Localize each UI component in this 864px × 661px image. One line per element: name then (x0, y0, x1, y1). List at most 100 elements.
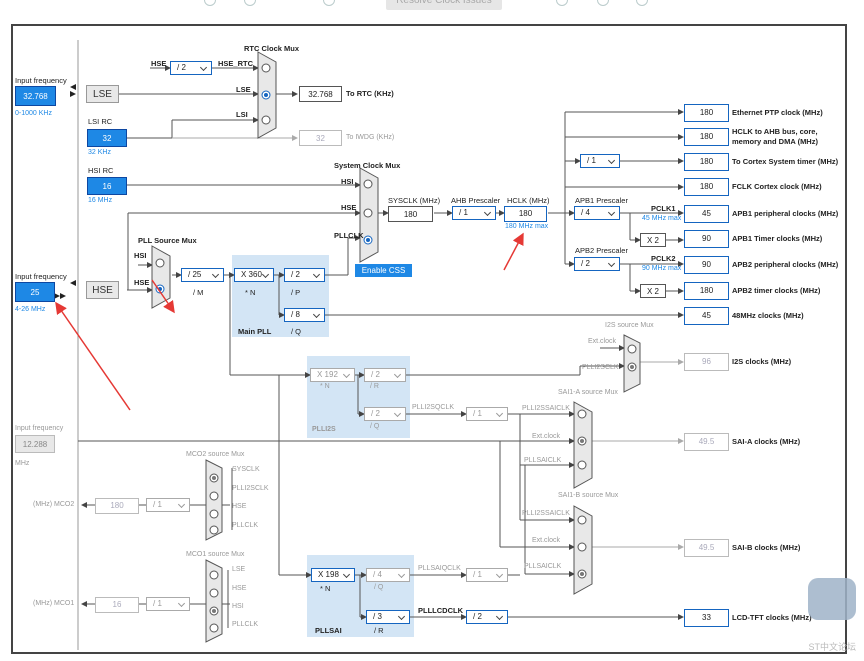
main-pll-q-divider-select[interactable]: / 8 (284, 308, 325, 322)
sai-a-ext-label: Ext.clock (532, 433, 561, 440)
plli2s-n-label: * N (320, 383, 330, 390)
pll-source-mux-title: PLL Source Mux (138, 236, 197, 245)
i2s-mux-title: I2S source Mux (605, 322, 654, 329)
iwdg-output-value: 32 (299, 130, 342, 146)
pllsai-n-multiplier-select[interactable]: X 198 (311, 568, 355, 582)
sysmux-hse-label: HSE (341, 203, 357, 212)
apb1-prescaler-label: APB1 Prescaler (575, 196, 628, 205)
hse-oscillator: HSE (86, 281, 119, 299)
hclk-input-field[interactable]: 180 (504, 206, 547, 222)
plli2s-q-label: / Q (370, 423, 380, 430)
pclk1-max: 45 MHz max (642, 215, 682, 222)
cortex-timer-divider-select[interactable]: / 1 (580, 154, 620, 168)
hsi-unit: 16 MHz (88, 197, 113, 204)
pllmux-hse-label: HSE (134, 278, 150, 287)
apb1-timer-label: APB1 Timer clocks (MHz) (732, 234, 823, 243)
lcd-divider-select[interactable]: / 2 (466, 610, 508, 624)
sai-b-clocks-value[interactable]: 49.5 (684, 539, 729, 557)
sai-a-clocks-value[interactable]: 49.5 (684, 433, 729, 451)
pllsaiq-divider-select[interactable]: / 1 (466, 568, 508, 582)
mco1-hse-label: HSE (232, 585, 247, 592)
ahb-prescaler-select[interactable]: / 1 (452, 206, 496, 220)
sai-a-mux-title: SAI1-A source Mux (558, 389, 618, 396)
mco1-divider-select[interactable]: / 1 (146, 597, 190, 611)
pllsaiqclk-label: PLLSAIQCLK (418, 565, 461, 572)
watermark: ST中文论坛 (808, 642, 856, 652)
fclk-value[interactable]: 180 (684, 178, 729, 196)
hse-rtc-label: HSE_RTC (218, 59, 254, 68)
main-pll-p-divider-select[interactable]: / 2 (284, 268, 325, 282)
mco1-pllclk-label: PLLCLK (232, 621, 259, 628)
sai-b-clocks-label: SAI-B clocks (MHz) (732, 543, 801, 552)
i2s-mux-plli2sclk-label: PLLI2SCLK (582, 364, 619, 371)
lsi-unit: 32 KHz (88, 149, 111, 156)
mco1-output-label: (MHz) MCO1 (33, 600, 75, 607)
plli2s-q-divider-select[interactable]: / 2 (364, 407, 406, 421)
clock-tree-canvas (11, 24, 847, 654)
apb1-timer-multiplier: X 2 (640, 233, 666, 247)
apb2-timer-value[interactable]: 180 (684, 282, 729, 300)
hclk-ahb-value[interactable]: 180 (684, 128, 729, 146)
lcd-tft-clocks-label: LCD-TFT clocks (MHz) (732, 613, 812, 622)
ethernet-ptp-label: Ethernet PTP clock (MHz) (732, 108, 823, 117)
mco2-plli2sclk-label: PLLI2SCLK (232, 485, 269, 492)
enable-css-button[interactable]: Enable CSS (355, 264, 412, 277)
pclk2-max: 90 MHz max (642, 265, 682, 272)
mco2-mux-title: MCO2 source Mux (186, 451, 245, 458)
apb2-timer-label: APB2 timer clocks (MHz) (732, 286, 821, 295)
mco2-divider-select[interactable]: / 1 (146, 498, 190, 512)
i2s-input-unit: MHz (15, 460, 30, 467)
apb2-peripheral-value[interactable]: 90 (684, 256, 729, 274)
pclk2-label: PCLK2 (651, 254, 676, 263)
apb2-prescaler-label: APB2 Prescaler (575, 246, 628, 255)
plli2sq-divider-select[interactable]: / 1 (466, 407, 508, 421)
pllsai-r-divider-select[interactable]: / 3 (366, 610, 410, 624)
hse-range: 4-26 MHz (15, 306, 46, 313)
mco2-output-label: (MHz) MCO2 (33, 501, 75, 508)
apb1-peripheral-label: APB1 peripheral clocks (MHz) (732, 209, 839, 218)
main-pll-n-multiplier-select[interactable]: X 360 (234, 268, 274, 282)
mco1-lse-label: LSE (232, 566, 246, 573)
cortex-timer-value[interactable]: 180 (684, 153, 729, 171)
i2s-input-field[interactable]: 12.288 (15, 435, 55, 453)
plli2s-r-divider-select[interactable]: / 2 (364, 368, 406, 382)
48mhz-clocks-value[interactable]: 45 (684, 307, 729, 325)
pllsai-q-divider-select[interactable]: / 4 (366, 568, 410, 582)
sysmux-hsi-label: HSI (341, 177, 354, 186)
mco1-hsi-label: HSI (232, 603, 244, 610)
hsi-value: 16 (87, 177, 127, 195)
rtc-output-value: 32.768 (299, 86, 342, 102)
rtc-lsi-label: LSI (236, 110, 248, 119)
hse-input-field[interactable]: 25 (15, 282, 55, 302)
pllcdclk-label: PLLLCDCLK (418, 606, 463, 615)
mco2-hse-label: HSE (232, 503, 247, 510)
main-pll-p-label: / P (291, 288, 301, 297)
apb2-timer-multiplier: X 2 (640, 284, 666, 298)
rtc-hse-label: HSE (151, 59, 167, 68)
lcd-tft-clocks-value[interactable]: 33 (684, 609, 729, 627)
resolve-clock-issues-button[interactable]: Resolve Clock Issues (386, 0, 502, 10)
mco2-pllclk-label: PLLCLK (232, 522, 259, 529)
apb1-prescaler-select[interactable]: / 4 (574, 206, 620, 220)
apb1-peripheral-value[interactable]: 45 (684, 205, 729, 223)
pllsai-title: PLLSAI (315, 626, 342, 635)
sai-b-pllsaiclk-label: PLLSAICLK (524, 563, 562, 570)
sysclk-value: 180 (388, 206, 433, 222)
lse-input-field[interactable]: 32.768 (15, 86, 56, 106)
lse-range: 0-1000 KHz (15, 110, 52, 117)
apb1-timer-value[interactable]: 90 (684, 230, 729, 248)
hclk-ahb-label: HCLK to AHB bus, core, memory and DMA (M… (732, 127, 818, 146)
plli2s-n-multiplier-select[interactable]: X 192 (310, 368, 355, 382)
48mhz-clocks-label: 48MHz clocks (MHz) (732, 311, 804, 320)
main-pll-q-label: / Q (291, 327, 302, 336)
pll-m-divider-select[interactable]: / 25 (181, 268, 224, 282)
i2s-mux-ext-label: Ext.clock (588, 338, 617, 345)
lse-input-label: Input frequency (15, 76, 67, 85)
apb2-prescaler-select[interactable]: / 2 (574, 257, 620, 271)
ethernet-ptp-value[interactable]: 180 (684, 104, 729, 122)
rtc-hse-divider-select[interactable]: / 2 (170, 61, 212, 75)
i2s-clocks-value[interactable]: 96 (684, 353, 729, 371)
sai-a-clocks-label: SAI-A clocks (MHz) (732, 437, 801, 446)
sai-b-mux-title: SAI1-B source Mux (558, 492, 619, 499)
sai-a-plli2ssaiclk-label: PLLI2SSAICLK (522, 405, 570, 412)
